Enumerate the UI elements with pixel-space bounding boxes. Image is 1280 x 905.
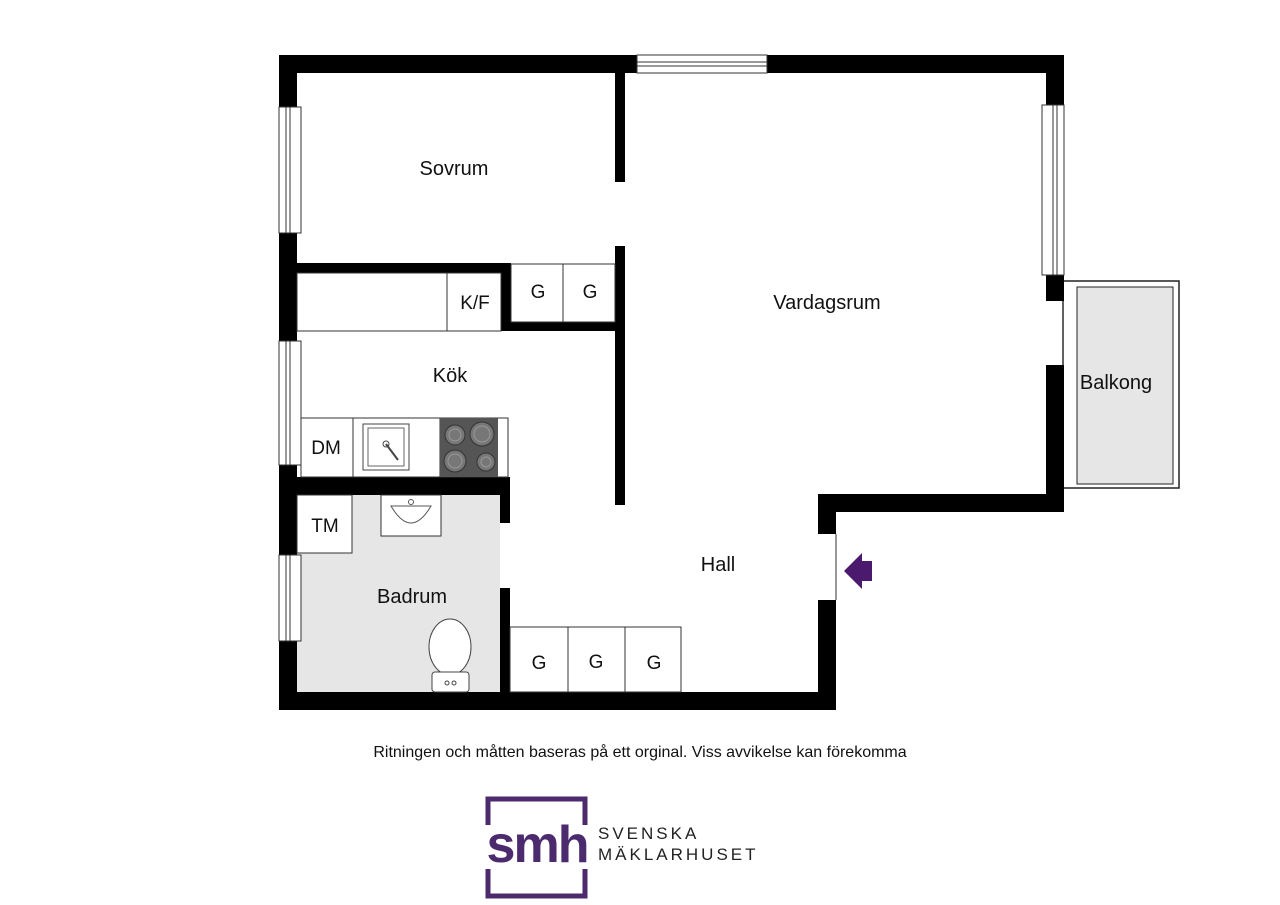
room-label-balkong: Balkong [1080,372,1152,394]
walls [279,55,1064,710]
fixture-label-g: G [589,652,604,673]
smh-logo-icon: smh [478,796,596,899]
fixture-label-dm: DM [311,438,341,459]
fixture-label-g: G [531,282,546,303]
room-label-badrum: Badrum [377,586,447,608]
toilet-icon [428,618,472,693]
windows [278,54,1065,642]
logo-mark: smh [487,816,588,874]
logo-line-2: MÄKLARHUSET [598,845,759,864]
balcony-floor [1077,287,1173,484]
fixture-label-g: G [532,653,547,674]
room-label-vardagsrum: Vardagsrum [773,292,880,314]
room-label-hall: Hall [701,554,735,576]
washing-machine [296,494,353,554]
wash-basin-icon [380,494,442,537]
fixture-label-kf: K/F [460,293,490,314]
fixture-label-g: G [583,282,598,303]
kitchen-sink-icon [362,423,410,471]
hall-wardrobes [509,626,682,693]
room-label-sovrum: Sovrum [420,158,489,180]
disclaimer-text: Ritningen och måtten baseras på ett orgi… [373,744,907,761]
logo-wordmark: SVENSKA MÄKLARHUSET [598,823,759,865]
balcony-inner-edge [1076,286,1174,485]
room-label-kok: Kök [433,365,468,387]
fixture-label-g: G [647,653,662,674]
entrance-arrow-icon [844,553,872,589]
fixture-label-tm: TM [311,516,338,537]
logo-line-1: SVENSKA [598,824,700,843]
stove-icon [440,418,498,477]
